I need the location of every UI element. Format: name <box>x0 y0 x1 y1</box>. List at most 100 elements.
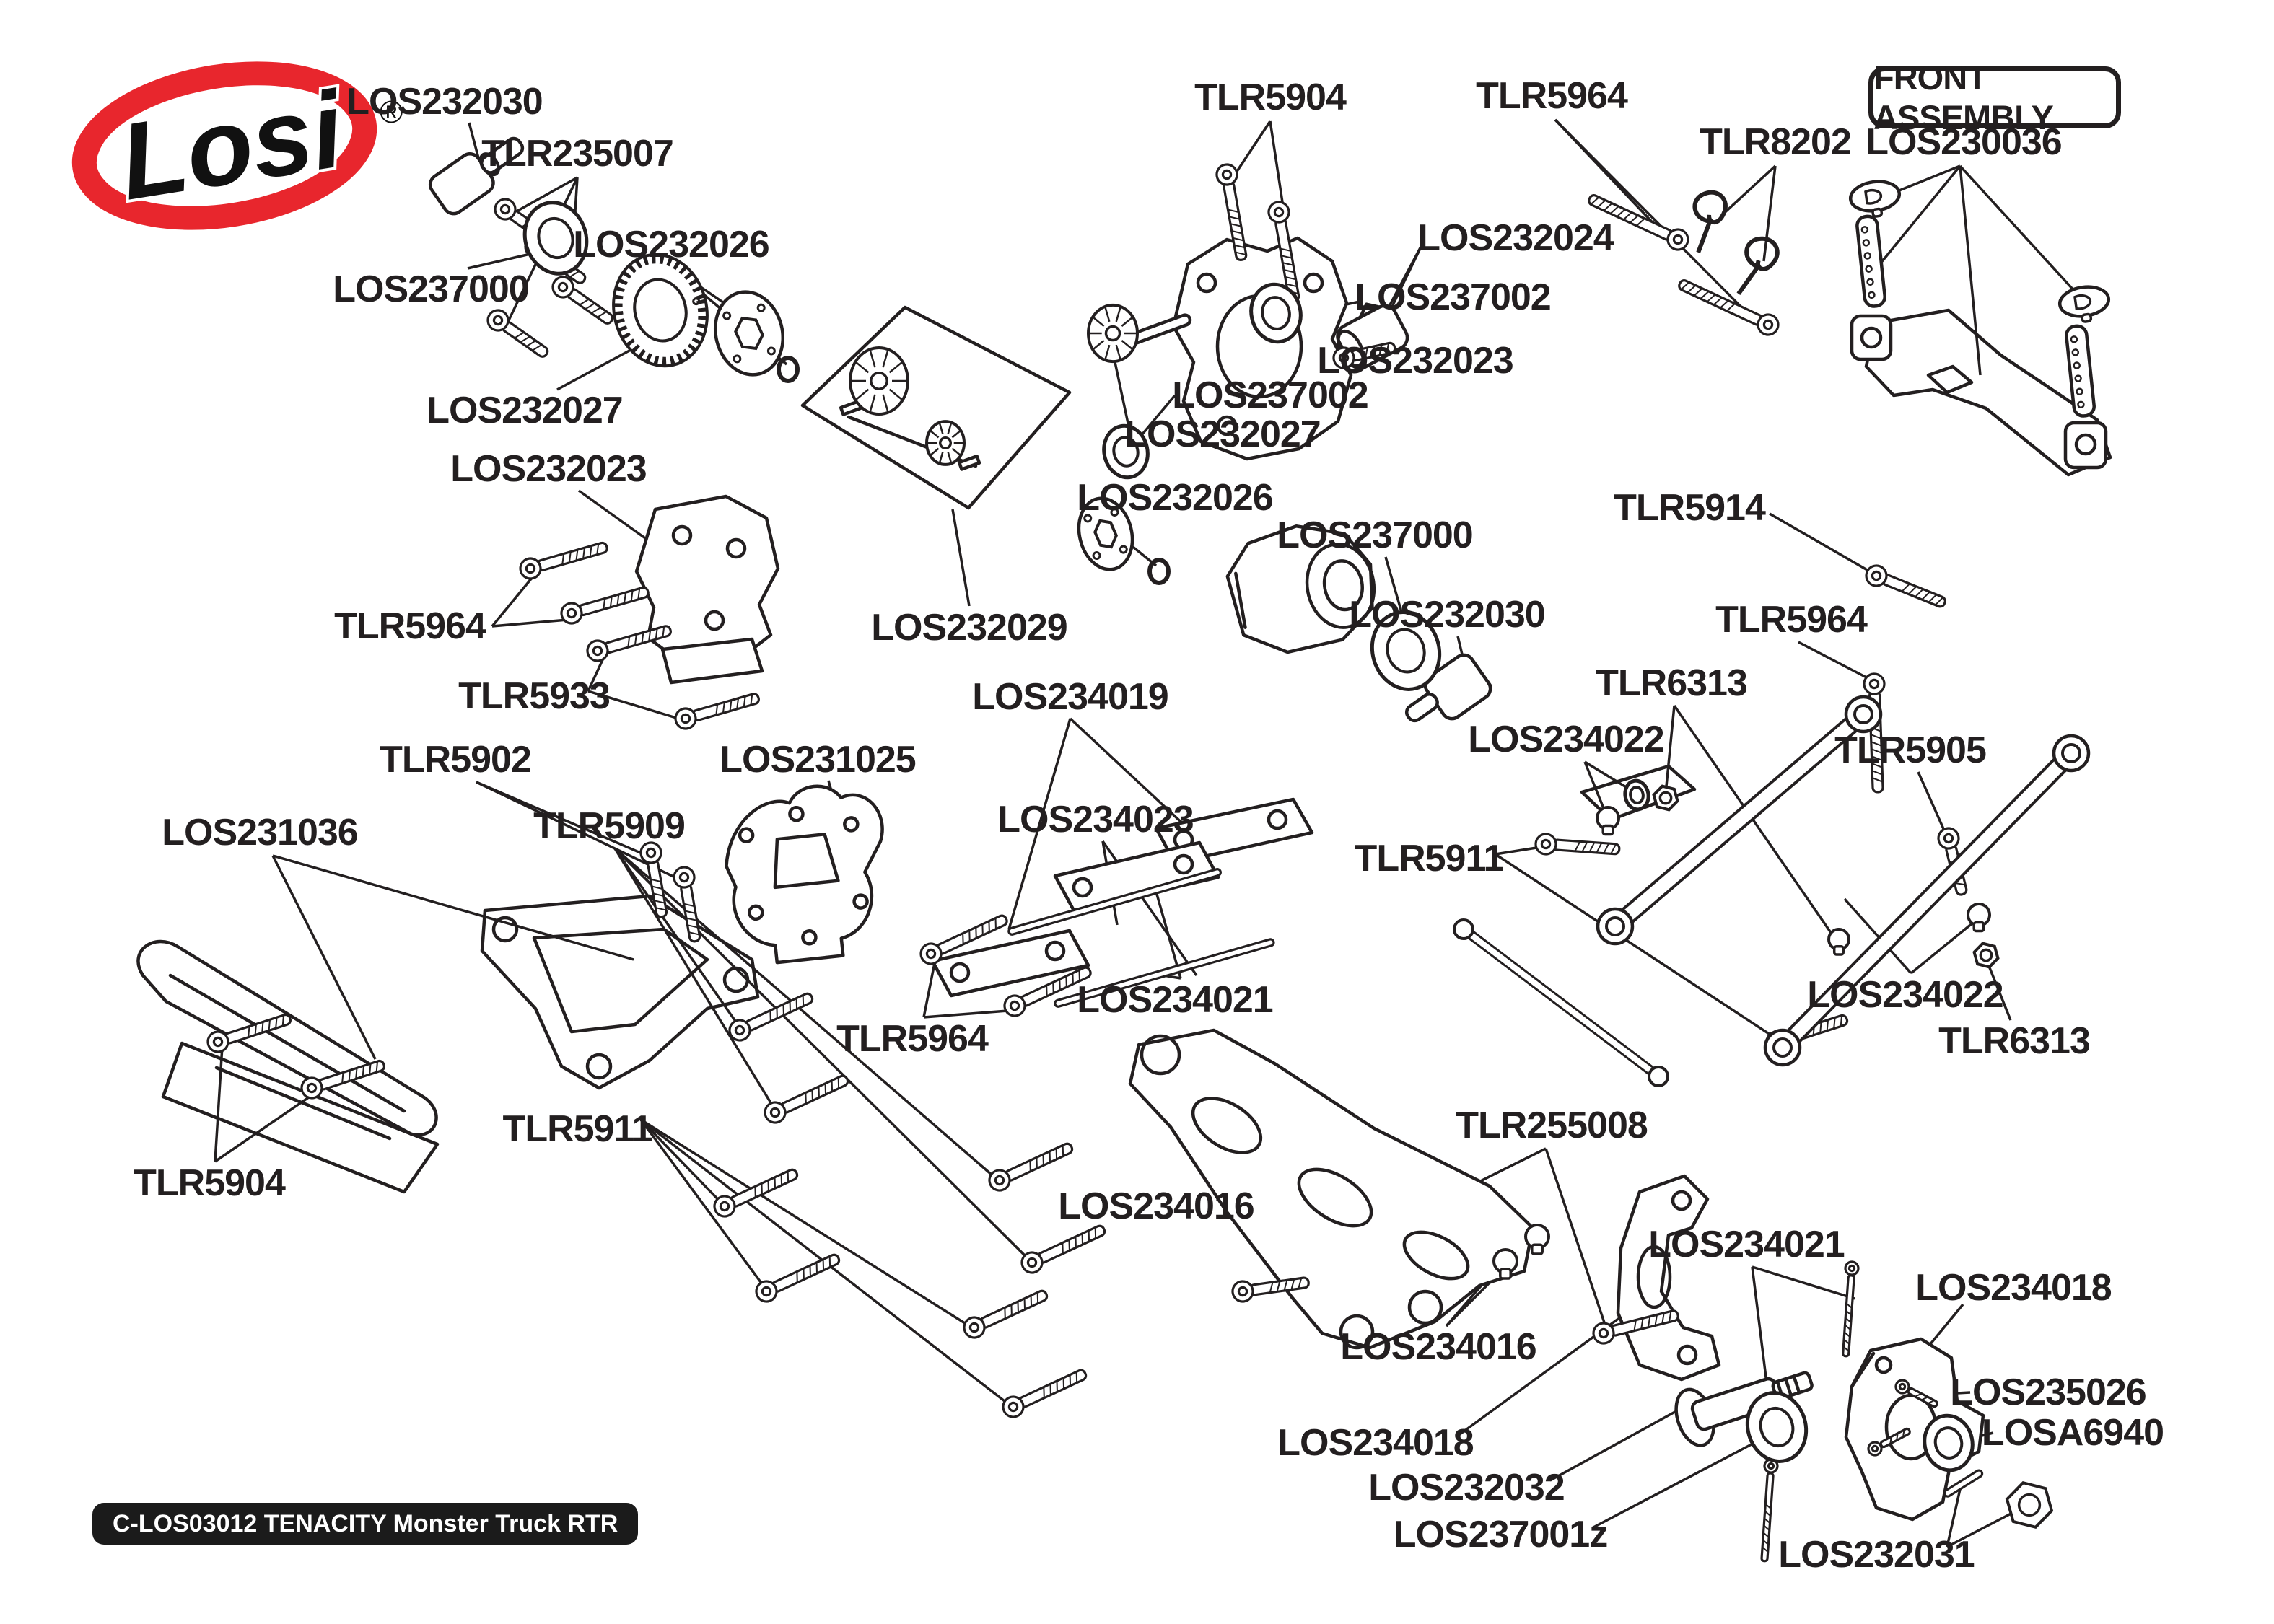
screw-tlr5902 <box>673 866 701 943</box>
part-label: TLR5964 <box>1476 75 1628 117</box>
screw-los235026 <box>1894 1379 1938 1408</box>
part-label: LOS232029 <box>871 607 1067 649</box>
screw-tlr5904 <box>1267 201 1300 302</box>
bumper-los231036 <box>136 939 440 1194</box>
stub-axle-los232032 <box>1674 1371 1814 1447</box>
screw-tlr255008 <box>1592 1309 1679 1345</box>
body-post <box>1855 214 1886 308</box>
body-mount-brace-los230036 <box>1850 308 2112 477</box>
screw-tlr5902 <box>639 841 668 918</box>
screw-tlr5964 <box>919 914 1008 965</box>
part-label: LOS232026 <box>1077 477 1273 519</box>
part-label: LOS231036 <box>162 812 358 853</box>
bushing-los234016 <box>1524 1224 1550 1255</box>
losi-logo-reg: ® <box>380 95 403 130</box>
part-label: LOS234022 <box>1807 974 2003 1016</box>
bearing-los237002 <box>1249 282 1303 344</box>
losi-logo-oval <box>71 61 377 230</box>
part-label: TLR6313 <box>1938 1020 2091 1062</box>
part-label: LOS231025 <box>720 739 916 781</box>
pinion-gear-los232027 <box>1087 303 1139 364</box>
part-label: LOS237002 <box>1355 276 1551 318</box>
bumper-brace-arm <box>480 894 760 1090</box>
screw-los232024 <box>1332 341 1396 369</box>
body-clip-tlr8202 <box>1692 190 1728 253</box>
pin-los232031 <box>1943 1469 1984 1498</box>
shock-tower-los231025 <box>725 784 884 965</box>
screw-tlr5909 <box>988 1142 1074 1192</box>
screw-tlr5911 <box>713 1168 799 1218</box>
screw-tlr5909 <box>728 992 814 1042</box>
part-label: LOS234016 <box>1340 1326 1536 1368</box>
screw-tlr5964 <box>560 586 650 625</box>
part-label: TLR5964 <box>836 1018 989 1060</box>
part-label: LOS234021 <box>1648 1224 1845 1265</box>
gasket-los232026 <box>1077 496 1134 571</box>
diff-plate-los232026 <box>713 290 785 377</box>
washer <box>1623 778 1650 812</box>
hinge-pin-los234021 <box>1007 868 1222 936</box>
bearing-los237000 <box>1370 610 1442 691</box>
part-label: LOS234016 <box>1058 1185 1254 1227</box>
screw-tlr5933 <box>586 625 672 662</box>
screw-tlr5911 <box>755 1253 841 1303</box>
screw-tlr5914 <box>1865 564 1946 608</box>
bevel-gear <box>925 420 966 466</box>
part-label: TLR5933 <box>458 675 611 717</box>
body-post <box>2065 324 2096 418</box>
part-label: LOS234022 <box>1468 719 1664 760</box>
part-label: LOS237002 <box>1172 374 1368 416</box>
screw-tlr5904 <box>1215 163 1248 261</box>
screw-kingpin <box>1760 1458 1779 1563</box>
screw-tlr5909 <box>764 1074 849 1124</box>
repeated-parts <box>206 163 2111 1563</box>
bushing <box>1596 806 1620 836</box>
bearing-losa6940 <box>1923 1413 1975 1472</box>
screw-tlr5904 <box>206 1013 292 1053</box>
part-label: LOS230036 <box>1866 121 2062 163</box>
diff-case-los232029-assembled <box>1225 524 1376 654</box>
screw-tlr255008 <box>1231 1276 1310 1303</box>
oring-los232026 <box>1147 558 1171 585</box>
part-label: LOS237000 <box>333 268 529 310</box>
diff-internals-box-los232029 <box>800 305 1072 510</box>
part-label: LOS232023 <box>450 448 647 490</box>
ring-gear-los232027 <box>612 253 709 368</box>
part-label: LOS234018 <box>1915 1267 2112 1309</box>
part-label: LOS235026 <box>1950 1371 2146 1413</box>
steering-link-los234022 <box>1763 734 2091 1067</box>
part-label: TLR5904 <box>134 1162 286 1204</box>
screw-tlr5904 <box>300 1059 385 1100</box>
part-label: TLR5964 <box>1715 599 1868 641</box>
part-label: LOS237000 <box>1277 514 1473 556</box>
diff-housing-los232023 <box>634 494 780 685</box>
part-label: LOS232031 <box>1778 1534 1975 1576</box>
part-label: LOS232030 <box>346 81 543 123</box>
part-label: TLR5902 <box>380 739 532 781</box>
body-mount-grommet <box>2057 285 2111 323</box>
part-label: LOS232024 <box>1417 217 1614 259</box>
part-label: LOS237001z <box>1393 1514 1608 1555</box>
ball-stud <box>1967 903 1991 933</box>
screw-tlr5911 <box>1534 833 1621 856</box>
part-label: TLR5911 <box>502 1108 653 1150</box>
body-mount-grommet <box>1848 180 1902 218</box>
part-label: TLR8202 <box>1700 121 1852 163</box>
nut-tlr6313 <box>1972 942 2000 969</box>
part-label: TLR235007 <box>481 133 674 175</box>
part-label: TLR5911 <box>1354 838 1505 879</box>
part-label: LOSA6940 <box>1981 1412 2164 1454</box>
screw-tlr235007 <box>551 276 614 325</box>
pivot-plates-los234019 <box>930 797 1314 998</box>
part-label: TLR5914 <box>1614 487 1766 529</box>
part-label: LOS232026 <box>573 224 769 265</box>
screw-tlr5964 <box>519 541 608 580</box>
bearing-los237000 <box>522 201 589 276</box>
losi-logo: Losi ® <box>71 61 403 230</box>
part-label: LOS232030 <box>1349 594 1545 636</box>
ball-stud <box>1827 928 1850 956</box>
screw-set <box>1867 1427 1911 1457</box>
screw-tlr5911 <box>1002 1369 1088 1418</box>
nut-los232031 <box>2005 1480 2054 1529</box>
